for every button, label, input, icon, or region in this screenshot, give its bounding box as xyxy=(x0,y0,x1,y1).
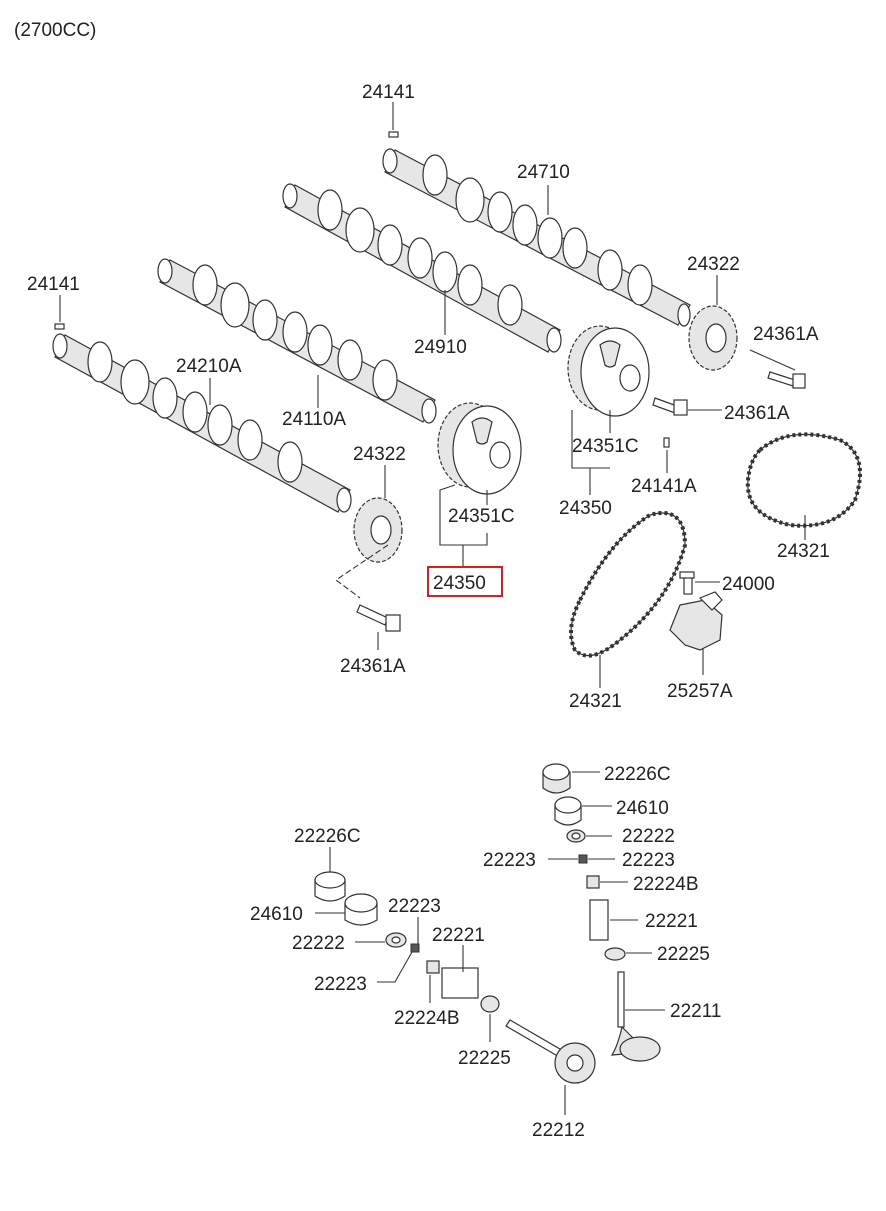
retainer-22222-left[interactable] xyxy=(385,932,407,948)
camshaft-24710[interactable] xyxy=(382,148,691,327)
valve-22211[interactable] xyxy=(610,971,661,1062)
bolt-24000[interactable] xyxy=(679,571,695,595)
dowel-pin-24141A[interactable] xyxy=(663,437,670,448)
leader-lines xyxy=(59,102,806,1115)
label-24000[interactable]: 24000 xyxy=(722,574,775,595)
sprocket-24322-right[interactable] xyxy=(688,305,738,371)
selected-part-highlight xyxy=(427,566,503,597)
cotter-22223-left[interactable] xyxy=(410,943,420,953)
camshaft-24110A[interactable] xyxy=(157,258,437,424)
label-24910[interactable]: 24910 xyxy=(414,337,467,358)
engine-label: (2700CC) xyxy=(14,20,96,41)
label-24110A[interactable]: 24110A xyxy=(282,409,346,430)
label-24141-top[interactable]: 24141 xyxy=(362,82,415,103)
label-24710[interactable]: 24710 xyxy=(517,162,570,183)
label-24351C-right[interactable]: 24351C xyxy=(572,436,639,457)
label-22223-left-1[interactable]: 22223 xyxy=(388,896,441,917)
label-22225-right[interactable]: 22225 xyxy=(657,944,710,965)
bolt-24361A-r2[interactable] xyxy=(652,397,688,416)
label-24610-left[interactable]: 24610 xyxy=(250,904,303,925)
label-25257A[interactable]: 25257A xyxy=(667,681,733,702)
label-22224B-left[interactable]: 22224B xyxy=(394,1008,460,1029)
label-22226C-left[interactable]: 22226C xyxy=(294,826,361,847)
label-24210A[interactable]: 24210A xyxy=(176,356,242,377)
part-labels: (2700CC) 24141 24710 24322 24141 24210A … xyxy=(14,20,830,1141)
label-24350-right[interactable]: 24350 xyxy=(559,498,612,519)
label-22223-left-2[interactable]: 22223 xyxy=(314,974,367,995)
label-24322-right[interactable]: 24322 xyxy=(687,254,740,275)
label-24141-left[interactable]: 24141 xyxy=(27,274,80,295)
cvvt-assembly-24350-right[interactable] xyxy=(567,325,650,417)
label-24361A-left[interactable]: 24361A xyxy=(340,656,406,677)
label-22225-left[interactable]: 22225 xyxy=(458,1048,511,1069)
sprocket-24322-left[interactable] xyxy=(353,497,403,563)
label-24610-right[interactable]: 24610 xyxy=(616,798,669,819)
lifter-24610-left[interactable] xyxy=(344,893,378,926)
camshaft-24910[interactable] xyxy=(282,183,562,353)
label-24321-right[interactable]: 24321 xyxy=(777,541,830,562)
cvvt-assembly-24350-mid[interactable] xyxy=(437,402,522,495)
timing-chain-24321-mid[interactable] xyxy=(569,511,688,658)
label-22221-right[interactable]: 22221 xyxy=(645,911,698,932)
tappet-22226C-left[interactable] xyxy=(314,871,346,902)
label-22212[interactable]: 22212 xyxy=(532,1120,585,1141)
label-24361A-r2[interactable]: 24361A xyxy=(724,403,790,424)
spring-seat-22225-right[interactable] xyxy=(604,947,626,961)
tappet-22226C-right[interactable] xyxy=(542,763,571,794)
label-22224B-right[interactable]: 22224B xyxy=(633,874,699,895)
seal-22224B-right[interactable] xyxy=(586,875,600,889)
cotter-22223-right[interactable] xyxy=(578,854,588,864)
label-22223-right-1[interactable]: 22223 xyxy=(483,850,536,871)
label-24141A[interactable]: 24141A xyxy=(631,476,697,497)
label-24361A-r1[interactable]: 24361A xyxy=(753,324,819,345)
spring-22221-right[interactable] xyxy=(589,899,609,941)
label-22221-left[interactable]: 22221 xyxy=(432,925,485,946)
label-22211[interactable]: 22211 xyxy=(670,1001,721,1022)
valve-22212[interactable] xyxy=(505,1019,596,1084)
camshaft-24210A[interactable] xyxy=(52,333,352,513)
chain-tensioner-25257A[interactable] xyxy=(669,591,723,651)
label-24351C-mid[interactable]: 24351C xyxy=(448,506,515,527)
retainer-22222-right[interactable] xyxy=(566,829,586,843)
bolt-24361A-left[interactable] xyxy=(356,604,401,632)
timing-chain-24321-right[interactable] xyxy=(745,432,862,528)
spring-22221-left[interactable] xyxy=(441,967,479,999)
dowel-pin-top[interactable] xyxy=(388,131,399,138)
lifter-24610-right[interactable] xyxy=(554,796,582,826)
label-24321-mid[interactable]: 24321 xyxy=(569,691,622,712)
label-22222-right[interactable]: 22222 xyxy=(622,826,675,847)
label-22222-left[interactable]: 22222 xyxy=(292,933,345,954)
bolt-24361A-r1[interactable] xyxy=(767,371,806,389)
label-24322-left[interactable]: 24322 xyxy=(353,444,406,465)
spring-seat-22225-left[interactable] xyxy=(480,995,500,1013)
dowel-pin-left[interactable] xyxy=(54,323,65,330)
label-22226C-right[interactable]: 22226C xyxy=(604,764,671,785)
seal-22224B-left[interactable] xyxy=(426,960,440,974)
label-24350-selected[interactable]: 24350 xyxy=(433,573,486,594)
label-22223-right-2[interactable]: 22223 xyxy=(622,850,675,871)
